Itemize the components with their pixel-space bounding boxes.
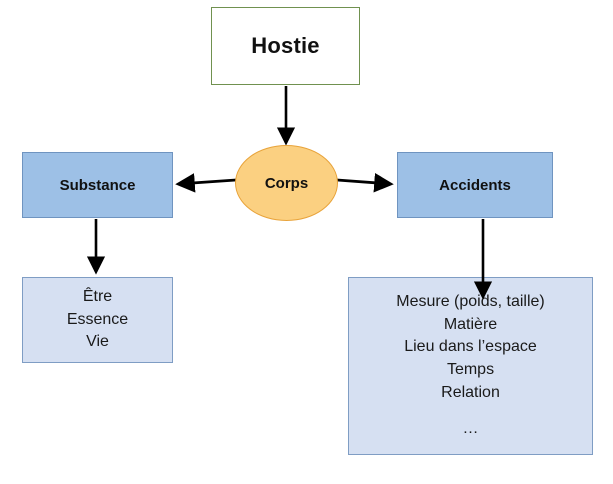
node-accidents-list[interactable]: Mesure (poids, taille) Matière Lieu dans… <box>348 277 593 455</box>
node-corps-label: Corps <box>264 174 309 192</box>
arrow-corps-to-accidents <box>336 172 394 193</box>
list-item: Matière <box>443 315 498 333</box>
arrow-corps-to-substance <box>175 173 237 193</box>
list-item: Relation <box>441 383 500 401</box>
list-item: Temps <box>446 361 495 378</box>
node-accidents-label: Accidents <box>439 176 511 194</box>
list-item: Essence <box>66 310 129 328</box>
node-accidents[interactable]: Accidents <box>397 152 553 218</box>
node-substance-list[interactable]: Être Essence Vie <box>22 277 173 363</box>
node-substance[interactable]: Substance <box>22 152 173 218</box>
list-item: Lieu dans l’espace <box>404 338 537 356</box>
node-hostie[interactable]: Hostie <box>211 7 360 85</box>
list-item: Être <box>82 287 113 305</box>
list-item: Mesure (poids, taille) <box>396 292 545 310</box>
node-hostie-label: Hostie <box>251 33 320 58</box>
node-substance-label: Substance <box>59 176 136 194</box>
list-item: Vie <box>86 333 109 351</box>
list-item-ellipsis: … <box>462 420 479 438</box>
node-corps[interactable]: Corps <box>235 145 338 221</box>
